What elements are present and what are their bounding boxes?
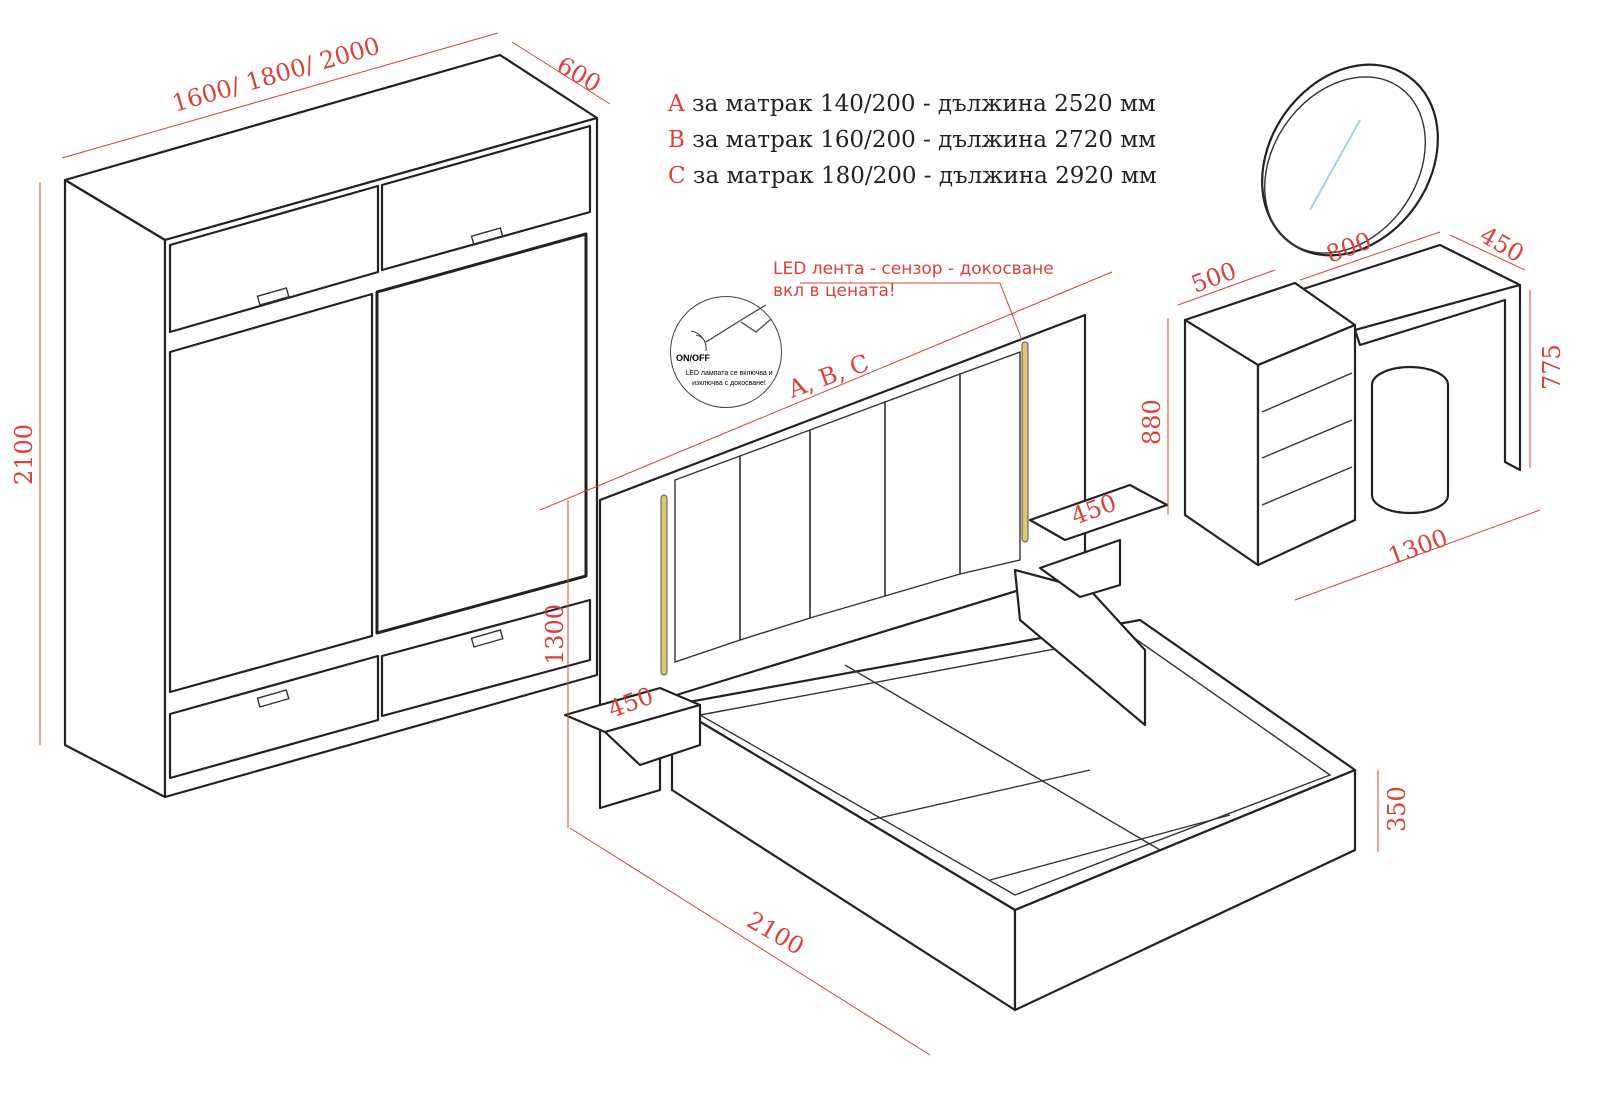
vanity-set bbox=[1183, 63, 1522, 567]
dim-desk-height: 775 bbox=[1538, 344, 1566, 390]
dim-bed-length: 2100 bbox=[742, 906, 809, 961]
led-strip-left bbox=[660, 494, 668, 676]
dim-desk-depth: 450 bbox=[1475, 221, 1529, 268]
legend-item: B за матрак 160/200 - дължина 2720 мм bbox=[668, 127, 1157, 153]
dim-chest-depth: 500 bbox=[1187, 257, 1240, 299]
bed bbox=[563, 313, 1357, 1012]
touch-sensor-badge: ON/OFF LED лампата се включва и изключва… bbox=[670, 296, 782, 408]
dim-wardrobe-height: 2100 bbox=[10, 424, 38, 485]
legend-item: C за матрак 180/200 - дължина 2920 мм bbox=[668, 163, 1157, 189]
dim-bed-height: 350 bbox=[1383, 786, 1411, 832]
dim-set-width: 1300 bbox=[1384, 523, 1451, 570]
legend-item: A за матрак 140/200 - дължина 2520 мм bbox=[668, 91, 1156, 117]
dim-headboard-height: 1300 bbox=[541, 604, 569, 665]
led-strip-right bbox=[1021, 341, 1029, 543]
dim-bed-width: A, B, C bbox=[784, 349, 873, 404]
wardrobe bbox=[63, 53, 599, 799]
dim-wardrobe-depth: 600 bbox=[552, 51, 606, 98]
dim-chest-height: 880 bbox=[1138, 399, 1166, 445]
dimension-lines bbox=[39, 32, 1541, 1056]
led-note: LED лента - сензор - докосване вкл в цен… bbox=[773, 259, 1054, 301]
touch-hand-icon bbox=[690, 304, 772, 352]
mattress-legend: A за матрак 140/200 - дължина 2520 мм B … bbox=[668, 86, 1157, 194]
